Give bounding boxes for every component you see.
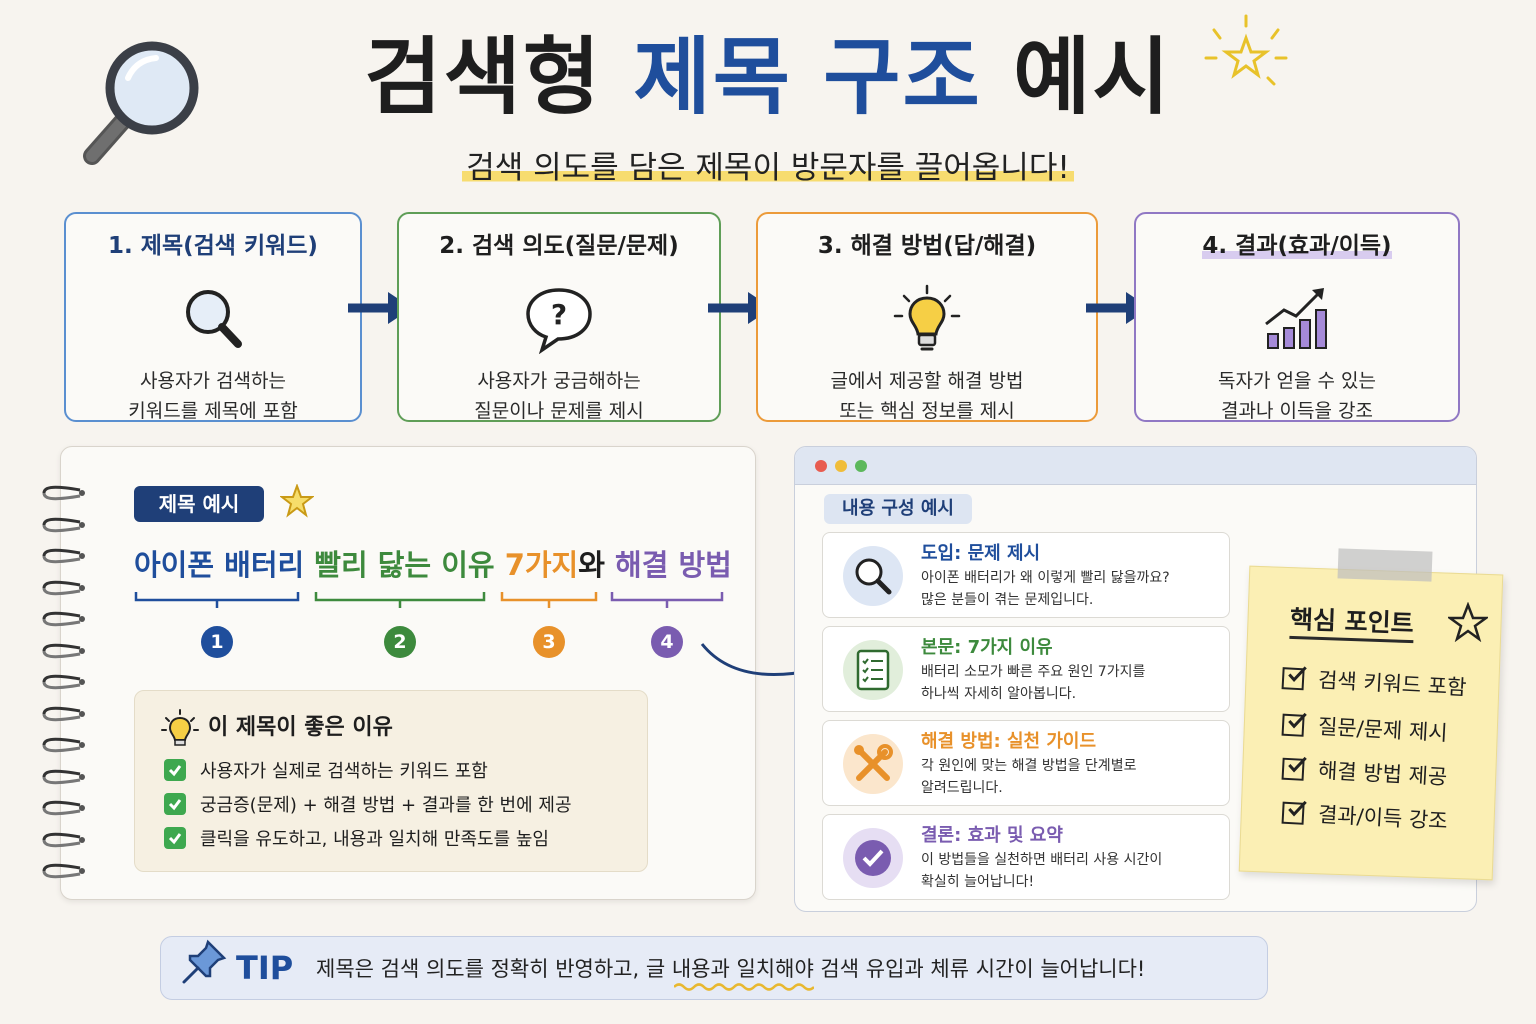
step-title: 3. 해결 방법(답/해결)	[817, 233, 1037, 259]
notebook-ring	[42, 832, 85, 847]
svg-text:?: ?	[551, 298, 567, 331]
search-icon	[843, 546, 903, 606]
checklist-icon	[843, 640, 903, 700]
step-title: 1. 제목(검색 키워드)	[108, 233, 318, 259]
section-title: 결론: 효과 및 요약	[921, 825, 1063, 846]
tools-icon	[843, 734, 903, 794]
page-subtitle: 검색 의도를 담은 제목이 방문자를 끌어옵니다!	[0, 148, 1536, 188]
notebook-ring	[42, 643, 85, 658]
growth-chart-icon	[1265, 288, 1327, 349]
check-icon	[164, 759, 186, 781]
window-maximize-dot	[855, 460, 867, 472]
star-icon	[1448, 602, 1488, 642]
reason-item: 클릭을 유도하고, 내용과 일치해 만족도를 높임	[164, 823, 549, 853]
page-title: 검색형 제목 구조 예시	[364, 28, 1172, 126]
lightbulb-icon	[893, 284, 961, 351]
checkbox-icon	[1281, 666, 1307, 691]
reason-item: 궁금증(문제) + 해결 방법 + 결과를 한 번에 제공	[164, 789, 572, 819]
notebook-ring	[42, 611, 85, 627]
number-badge-1: 1	[201, 626, 233, 658]
notebook-ring	[42, 863, 85, 879]
notebook-ring	[42, 706, 85, 721]
sticky-item: 해결 방법 제공	[1281, 754, 1448, 793]
star-icon	[280, 484, 314, 518]
notebook-ring	[42, 580, 85, 595]
checkbox-icon	[1281, 756, 1307, 781]
check-icon	[164, 793, 186, 815]
step-title: 4. 결과(효과/이득)	[1202, 233, 1392, 259]
brace-keyword	[134, 592, 300, 608]
sparkle-star-icon	[1204, 14, 1288, 86]
checkbox-icon	[1281, 800, 1307, 825]
notebook-ring	[42, 737, 85, 753]
content-chip: 내용 구성 예시	[824, 494, 972, 524]
tape	[1337, 548, 1433, 582]
brace-result	[610, 592, 724, 608]
reason-item: 사용자가 실제로 검색하는 키워드 포함	[164, 755, 488, 785]
number-badge-3: 3	[533, 626, 565, 658]
sticky-item: 검색 키워드 포함	[1281, 663, 1467, 703]
section-title: 본문: 7가지 이유	[921, 637, 1053, 658]
example-title: 아이폰 배터리 빨리 닳는 이유 7가지와 해결 방법	[134, 548, 732, 582]
tip-bar	[160, 936, 1268, 1000]
lightbulb-icon	[161, 709, 199, 746]
section-card-intro: 도입: 문제 제시 아이폰 배터리가 왜 이렇게 빨리 닳을까요?많은 분들이 …	[822, 532, 1230, 618]
notebook-ring	[42, 517, 85, 532]
sticky-item: 결과/이득 강조	[1281, 798, 1448, 837]
example-badge: 제목 예시	[134, 486, 264, 522]
notebook-ring	[42, 548, 85, 564]
wavy-underline	[674, 983, 814, 991]
search-icon	[186, 290, 242, 348]
reason-heading: 이 제목이 좋은 이유	[208, 715, 393, 740]
sticky-title: 핵심 포인트	[1289, 602, 1415, 644]
step-title: 2. 검색 의도(질문/문제)	[439, 233, 679, 259]
number-badge-4: 4	[651, 626, 683, 658]
checkbox-icon	[1281, 712, 1307, 737]
check-circle-icon	[843, 828, 903, 888]
reason-box	[134, 690, 648, 872]
section-title: 도입: 문제 제시	[921, 543, 1041, 564]
notebook-ring	[42, 485, 85, 501]
sticky-item: 질문/문제 제시	[1281, 710, 1448, 749]
window-titlebar	[795, 447, 1476, 485]
brace-solution	[500, 592, 598, 608]
tip-text: 제목은 검색 의도를 정확히 반영하고, 글 내용과 일치해야 검색 유입과 체…	[316, 957, 1146, 981]
question-bubble-icon: ?	[526, 288, 592, 355]
check-icon	[164, 827, 186, 849]
number-badge-2: 2	[384, 626, 416, 658]
notebook-ring	[42, 674, 85, 690]
window-minimize-dot	[835, 460, 847, 472]
section-title: 해결 방법: 실천 가이드	[921, 731, 1097, 752]
window-close-dot	[815, 460, 827, 472]
brace-intent	[314, 592, 486, 608]
notebook-ring	[42, 800, 85, 816]
tip-label: TIP	[236, 949, 294, 987]
pushpin-icon	[182, 939, 227, 984]
magnifier-icon	[83, 41, 199, 165]
notebook-ring	[42, 769, 85, 784]
section-desc: 아이폰 배터리가 왜 이렇게 빨리 닳을까요?많은 분들이 겪는 문제입니다.	[921, 570, 1170, 608]
